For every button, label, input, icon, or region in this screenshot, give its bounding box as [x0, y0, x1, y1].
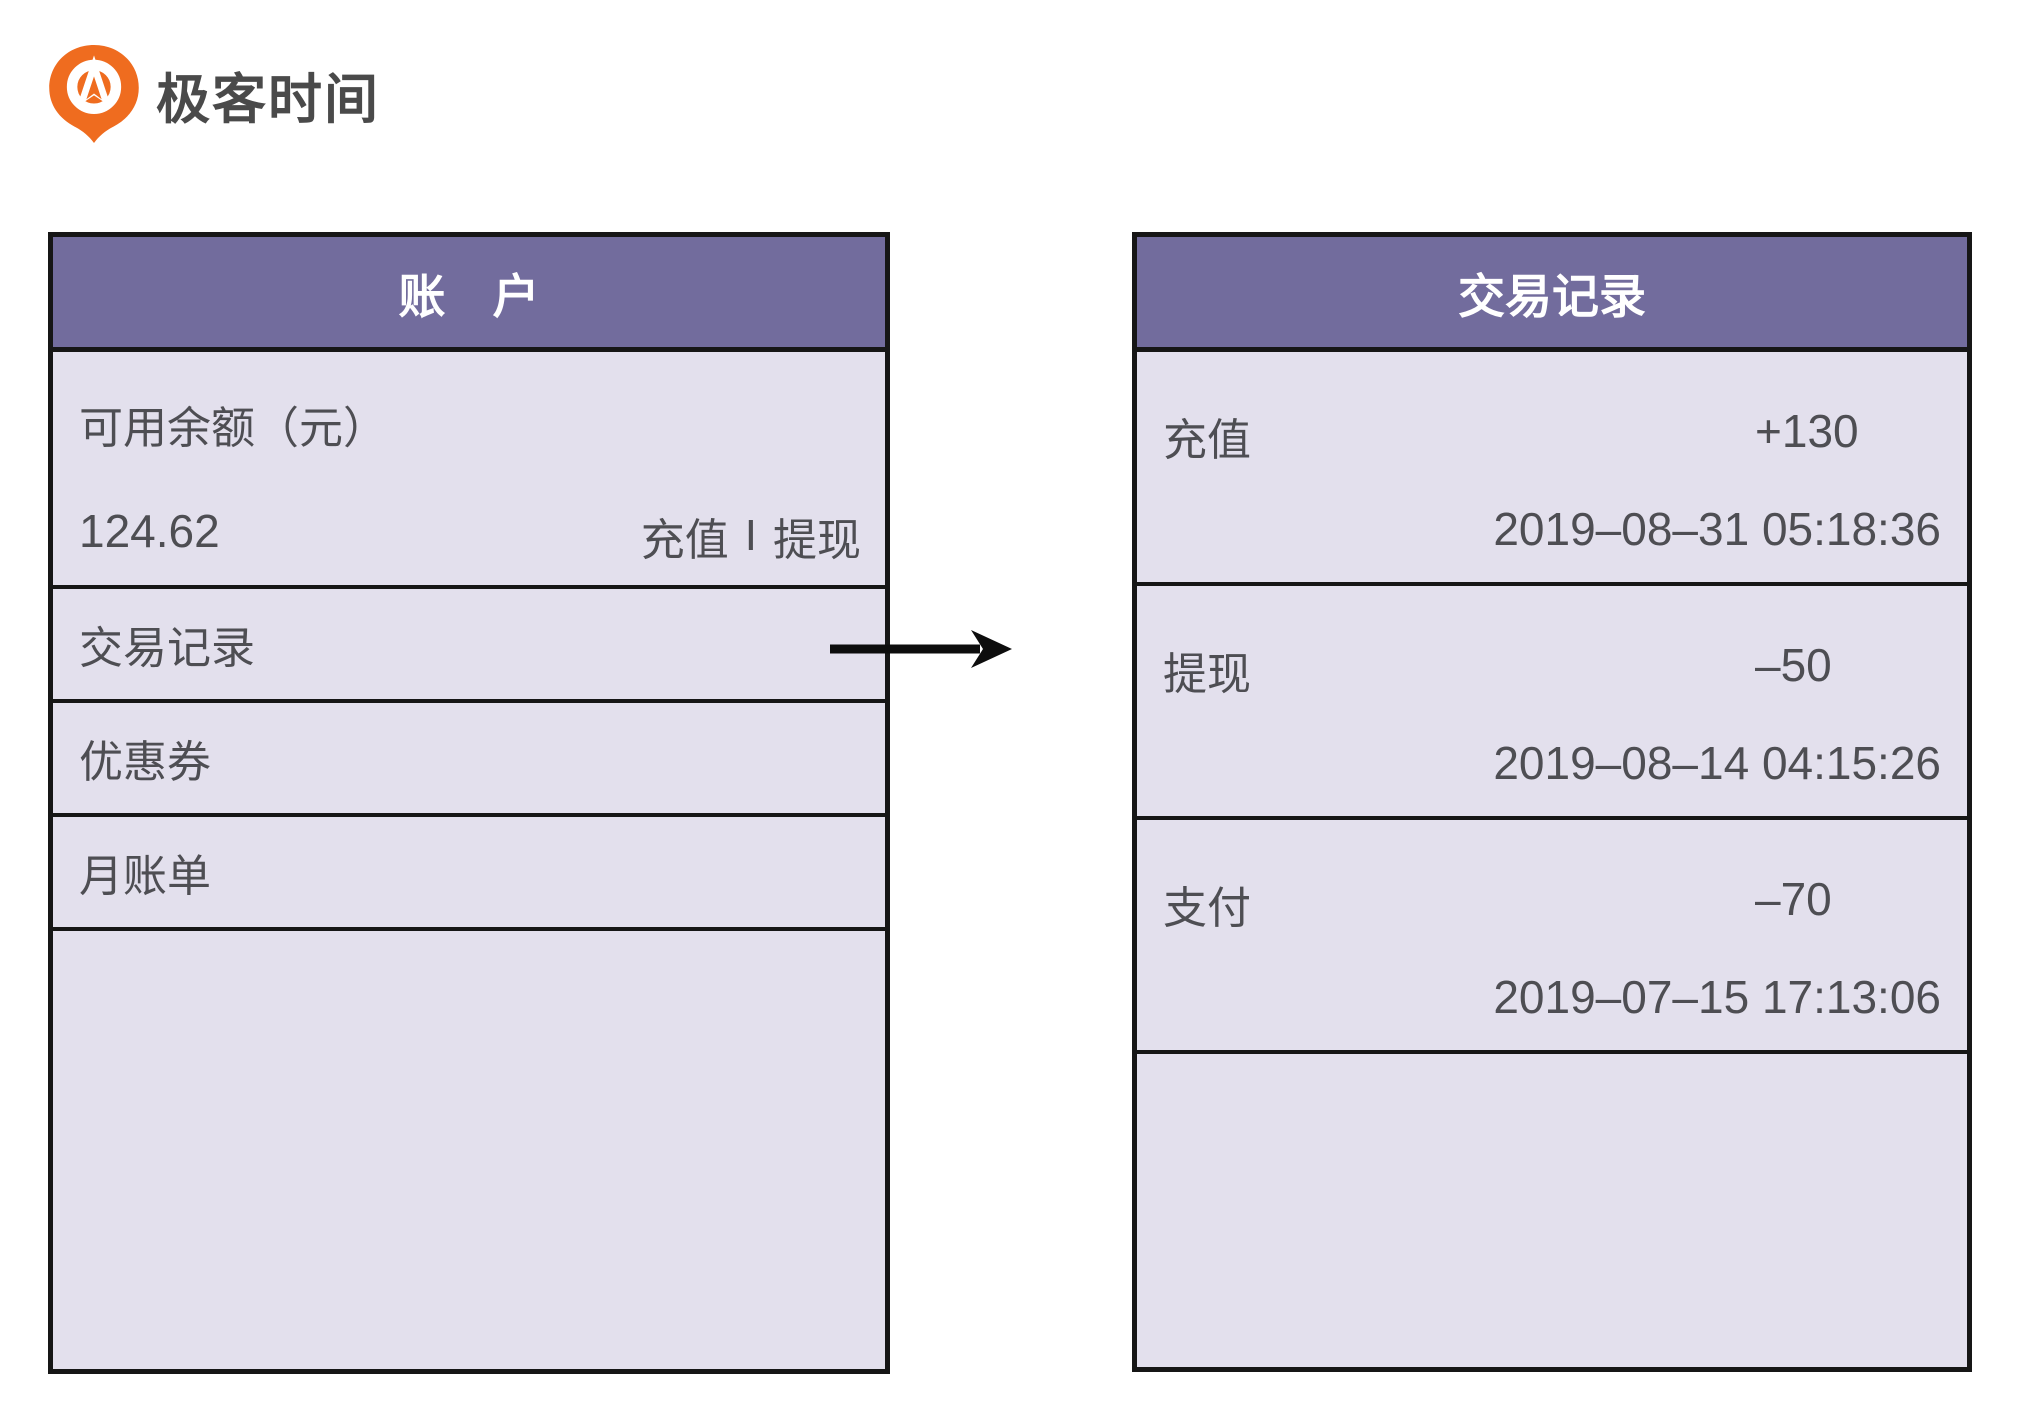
recharge-link[interactable]: 充值 — [640, 516, 729, 565]
menu-item-label: 交易记录 — [79, 624, 255, 673]
transaction-date: 2019–07–15 17:13:06 — [1493, 971, 1941, 1023]
transactions-panel-empty-area — [1137, 1054, 1967, 1367]
menu-item-transactions[interactable]: 交易记录 — [53, 589, 885, 703]
account-panel-empty-area — [53, 931, 885, 1369]
withdraw-link[interactable]: 提现 — [773, 516, 861, 565]
transaction-type: 充值 — [1163, 416, 1251, 465]
geektime-pin-icon — [49, 44, 139, 144]
transaction-amount: –50 — [1755, 639, 1832, 691]
transaction-date: 2019–08–14 04:15:26 — [1493, 737, 1941, 789]
account-panel-title: 账 户 — [53, 237, 885, 352]
transaction-row: 支付 –70 2019–07–15 17:13:06 — [1137, 820, 1967, 1054]
transactions-panel: 交易记录 充值 +130 2019–08–31 05:18:36 提现 –50 … — [1132, 232, 1972, 1372]
transaction-amount: –70 — [1755, 873, 1832, 925]
menu-item-label: 月账单 — [79, 852, 211, 901]
transaction-type: 支付 — [1163, 884, 1251, 933]
logo-text: 极客时间 — [156, 69, 380, 130]
transaction-amount: +130 — [1755, 405, 1859, 457]
balance-cell: 可用余额（元） 124.62 充值 I 提现 — [53, 352, 885, 589]
transactions-panel-title: 交易记录 — [1137, 237, 1967, 352]
transaction-type: 提现 — [1163, 650, 1251, 699]
flow-arrow-icon — [830, 630, 1012, 668]
menu-item-monthly-bill[interactable]: 月账单 — [53, 817, 885, 931]
link-divider: I — [744, 511, 757, 560]
recharge-withdraw-links: 充值 I 提现 — [641, 504, 861, 568]
geektime-logo: 极客时间 — [46, 44, 380, 144]
account-panel: 账 户 可用余额（元） 124.62 充值 I 提现 交易记录 优惠券 月账单 — [48, 232, 890, 1374]
menu-item-coupons[interactable]: 优惠券 — [53, 703, 885, 817]
menu-item-label: 优惠券 — [79, 738, 211, 787]
transaction-row: 提现 –50 2019–08–14 04:15:26 — [1137, 586, 1967, 820]
transaction-row: 充值 +130 2019–08–31 05:18:36 — [1137, 352, 1967, 586]
balance-value: 124.62 — [79, 505, 220, 557]
transaction-date: 2019–08–31 05:18:36 — [1493, 503, 1941, 555]
balance-label: 可用余额（元） — [79, 404, 387, 453]
